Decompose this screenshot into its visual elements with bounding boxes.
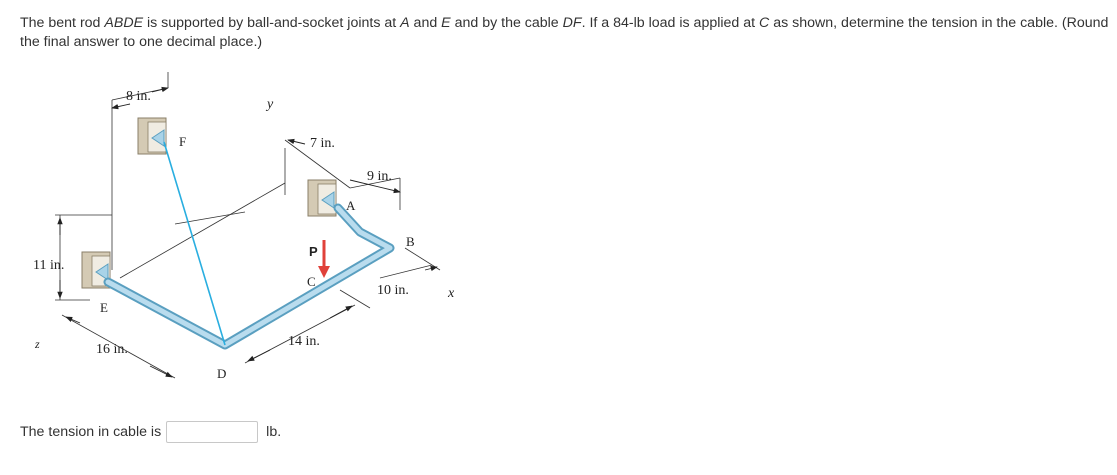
label-c: C bbox=[307, 274, 316, 289]
joint-e-name: E bbox=[441, 15, 451, 31]
question-part: and by the cable bbox=[450, 15, 563, 31]
cable-name: DF bbox=[562, 15, 582, 31]
question-part: . If a 84-lb load is applied at bbox=[581, 15, 760, 31]
support-a bbox=[307, 179, 337, 217]
bent-rod bbox=[103, 203, 395, 350]
label-e: E bbox=[100, 300, 108, 315]
dim-9in: 9 in. bbox=[367, 169, 392, 184]
bent-rod-figure: 8 in. 7 in. 9 in. 11 in. 10 in. 16 in. 1… bbox=[33, 72, 455, 381]
axis-x: x bbox=[447, 286, 455, 301]
dim-7in: 7 in. bbox=[310, 136, 335, 151]
question-part: and bbox=[409, 15, 442, 31]
rod-name: ABDE bbox=[104, 15, 144, 31]
question-part: The bent rod bbox=[20, 15, 105, 31]
axis-z: z bbox=[34, 337, 40, 351]
answer-row: The tension in cable is lb. bbox=[20, 420, 281, 444]
dim-11in: 11 in. bbox=[33, 258, 64, 273]
question-text: The bent rod ABDE is supported by ball-a… bbox=[20, 14, 1110, 51]
dim-8in: 8 in. bbox=[126, 89, 151, 104]
question-part: is supported by ball-and-socket joints a… bbox=[143, 15, 401, 31]
joint-a-name: A bbox=[400, 15, 410, 31]
support-f bbox=[137, 117, 167, 155]
point-c-name: C bbox=[759, 15, 770, 31]
label-b: B bbox=[406, 234, 415, 249]
load-arrow bbox=[318, 240, 330, 278]
answer-unit: lb. bbox=[266, 424, 282, 440]
tension-input[interactable] bbox=[166, 421, 259, 443]
label-d: D bbox=[217, 366, 226, 381]
answer-prompt: The tension in cable is bbox=[20, 424, 162, 440]
load-label-p: P bbox=[309, 244, 318, 259]
label-f: F bbox=[179, 134, 186, 149]
label-a: A bbox=[346, 198, 356, 213]
question-part: as shown, determine the tension in the c… bbox=[20, 15, 1109, 50]
dim-14in: 14 in. bbox=[288, 334, 320, 349]
axis-y: y bbox=[265, 97, 274, 112]
dimension-arrows bbox=[57, 86, 438, 378]
dim-16in: 16 in. bbox=[96, 342, 128, 357]
dim-10in: 10 in. bbox=[377, 283, 409, 298]
cable-df bbox=[163, 141, 226, 346]
